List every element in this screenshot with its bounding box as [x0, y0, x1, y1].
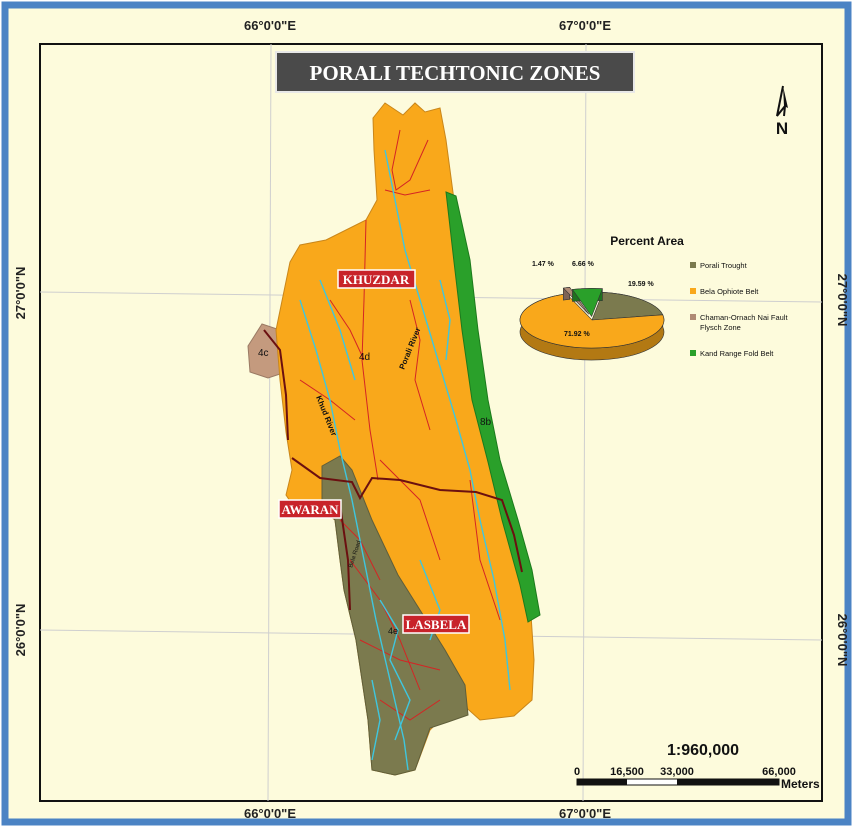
awaran-label-box	[278, 499, 342, 519]
khuzdar-label-box	[337, 269, 416, 289]
legend-swatch-0	[690, 262, 696, 268]
pie-value-label-1: 71.92 %	[564, 331, 590, 338]
zone-code-4c: 4c	[258, 348, 269, 359]
lasbela-label-box	[402, 614, 470, 634]
legend-swatch-3	[690, 350, 696, 356]
graticule	[39, 43, 823, 802]
scale-ratio: 1:960,000	[667, 742, 739, 759]
zone-code-4d: 4d	[359, 352, 370, 363]
lat-label-left-27: 27°0'0"N	[13, 267, 28, 320]
pie-title: Percent Area	[610, 234, 684, 248]
scale-tick-16500: 16,500	[610, 766, 644, 778]
porali-river-line	[384, 149, 511, 691]
lat-label-left-26: 26°0'0"N	[13, 604, 28, 657]
pie-slice-3	[571, 288, 603, 318]
graticule-lon-66	[267, 43, 272, 802]
zone-code-4e: 4e	[388, 626, 398, 636]
fault-central	[291, 457, 523, 573]
legend-swatch-1	[690, 288, 696, 294]
pie-value-label-3: 6.66 %	[572, 261, 595, 268]
legend-label-0: Porali Trought	[700, 261, 748, 270]
pie-slice-1	[519, 293, 665, 361]
lat-label-right-27: 27°0'0"N	[835, 274, 850, 327]
legend-label-2: Chaman-Ornach Nai Fault	[700, 313, 788, 322]
fault-lines	[263, 329, 523, 611]
fault-south	[339, 504, 351, 611]
map-title: PORALI TECHTONIC ZONES	[310, 61, 601, 85]
north-letter: N	[776, 119, 788, 138]
scale-unit: Meters	[781, 777, 820, 791]
scale-bar	[576, 778, 780, 786]
north-arrow-icon: N	[776, 85, 788, 138]
lon-label-top-66: 66°0'0"E	[244, 18, 296, 33]
legend-swatch-2	[690, 314, 696, 320]
pie-value-label-0: 19.59 %	[628, 281, 654, 288]
title-box	[275, 51, 635, 93]
place-awaran: AWARAN	[281, 502, 339, 517]
zone-kand-range	[445, 191, 541, 623]
drainage-network	[299, 129, 501, 721]
legend-label-3: Kand Range Fold Belt	[700, 349, 774, 358]
graticule-lon-67	[582, 43, 587, 802]
fault-west	[263, 329, 289, 441]
lon-label-top-67: 67°0'0"E	[559, 18, 611, 33]
lat-label-right-26: 26°0'0"N	[835, 614, 850, 667]
scale-tick-66000: 66,000	[762, 766, 796, 778]
legend-label-1: Bela Ophiote Belt	[700, 287, 759, 296]
lon-label-bottom-66: 66°0'0"E	[244, 806, 296, 821]
legend-label-2-line1: Flysch Zone	[700, 323, 741, 332]
river-network	[299, 149, 511, 771]
lon-label-bottom-67: 67°0'0"E	[559, 806, 611, 821]
zone-code-8b: 8b	[480, 417, 492, 428]
place-khuzdar: KHUZDAR	[343, 272, 410, 287]
place-lasbela: LASBELA	[406, 617, 467, 632]
khud-river-line	[299, 299, 409, 771]
percent-area-pie-chart: Percent Area 19.59 % 71.92 % 1.47 % 6.66 %	[519, 234, 684, 361]
scale-tick-33000: 33,000	[660, 766, 694, 778]
pie-value-label-2: 1.47 %	[532, 261, 555, 268]
scale-tick-0: 0	[574, 766, 580, 778]
